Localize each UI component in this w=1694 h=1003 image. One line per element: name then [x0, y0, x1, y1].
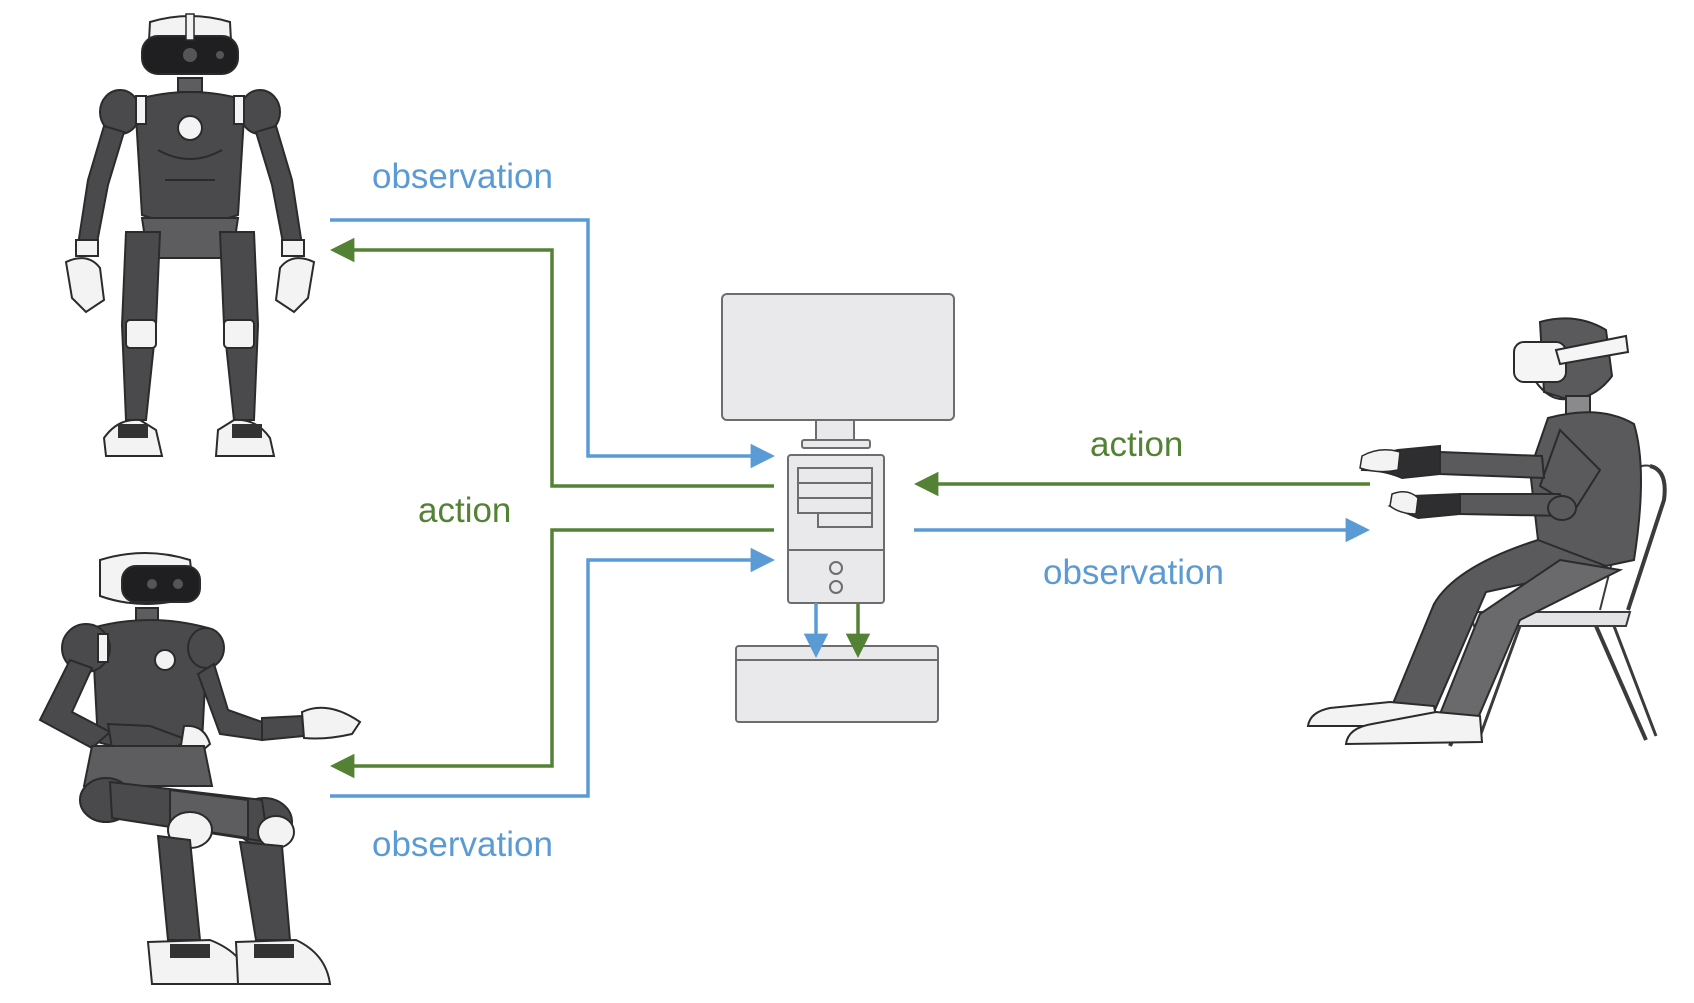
- storage-box-icon: [735, 645, 939, 723]
- observation-label-bottom: observation: [372, 825, 553, 864]
- humanoid-robot-seated-icon: [38, 552, 362, 985]
- action-arrow-bottom-robot: [329, 528, 774, 779]
- humanoid-robot-standing-icon: [64, 13, 316, 457]
- observation-arrow-top-robot: [330, 218, 776, 469]
- observation-label-right: observation: [1043, 553, 1224, 592]
- action-arrow-top-robot: [329, 237, 774, 488]
- desktop-computer-icon: [721, 293, 955, 604]
- observation-label-top: observation: [372, 157, 553, 196]
- observation-arrow-bottom-robot: [330, 547, 776, 798]
- action-label-left: action: [418, 491, 511, 530]
- action-label-right: action: [1090, 425, 1183, 464]
- vr-teleoperator-icon: [1306, 317, 1642, 746]
